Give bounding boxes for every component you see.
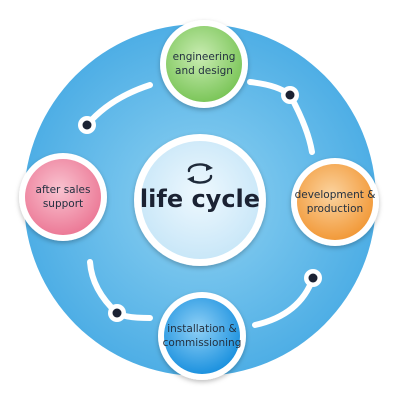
stage-after-sales-support: [19, 153, 107, 241]
stage-installation-and-commissioning: [158, 292, 246, 380]
stage-label-development-and-production: development & production: [294, 189, 376, 215]
center-title: life cycle: [139, 185, 261, 213]
stage-engineering-and-design: [160, 20, 248, 108]
center-disc: [134, 134, 266, 266]
stage-label-after-sales-support: after sales support: [35, 184, 91, 210]
stage-label-engineering-and-design: engineering and design: [172, 51, 236, 77]
connector-dot-core: [308, 273, 318, 283]
refresh-cycle-icon: [187, 163, 213, 184]
connector-dot-core: [285, 90, 295, 100]
connector-dot-core: [112, 308, 122, 318]
stage-development-and-production: [291, 158, 379, 246]
connector-dots: [78, 86, 322, 322]
stage-label-installation-and-commissioning: installation & commissioning: [162, 323, 242, 349]
connector-dot-core: [82, 120, 92, 130]
